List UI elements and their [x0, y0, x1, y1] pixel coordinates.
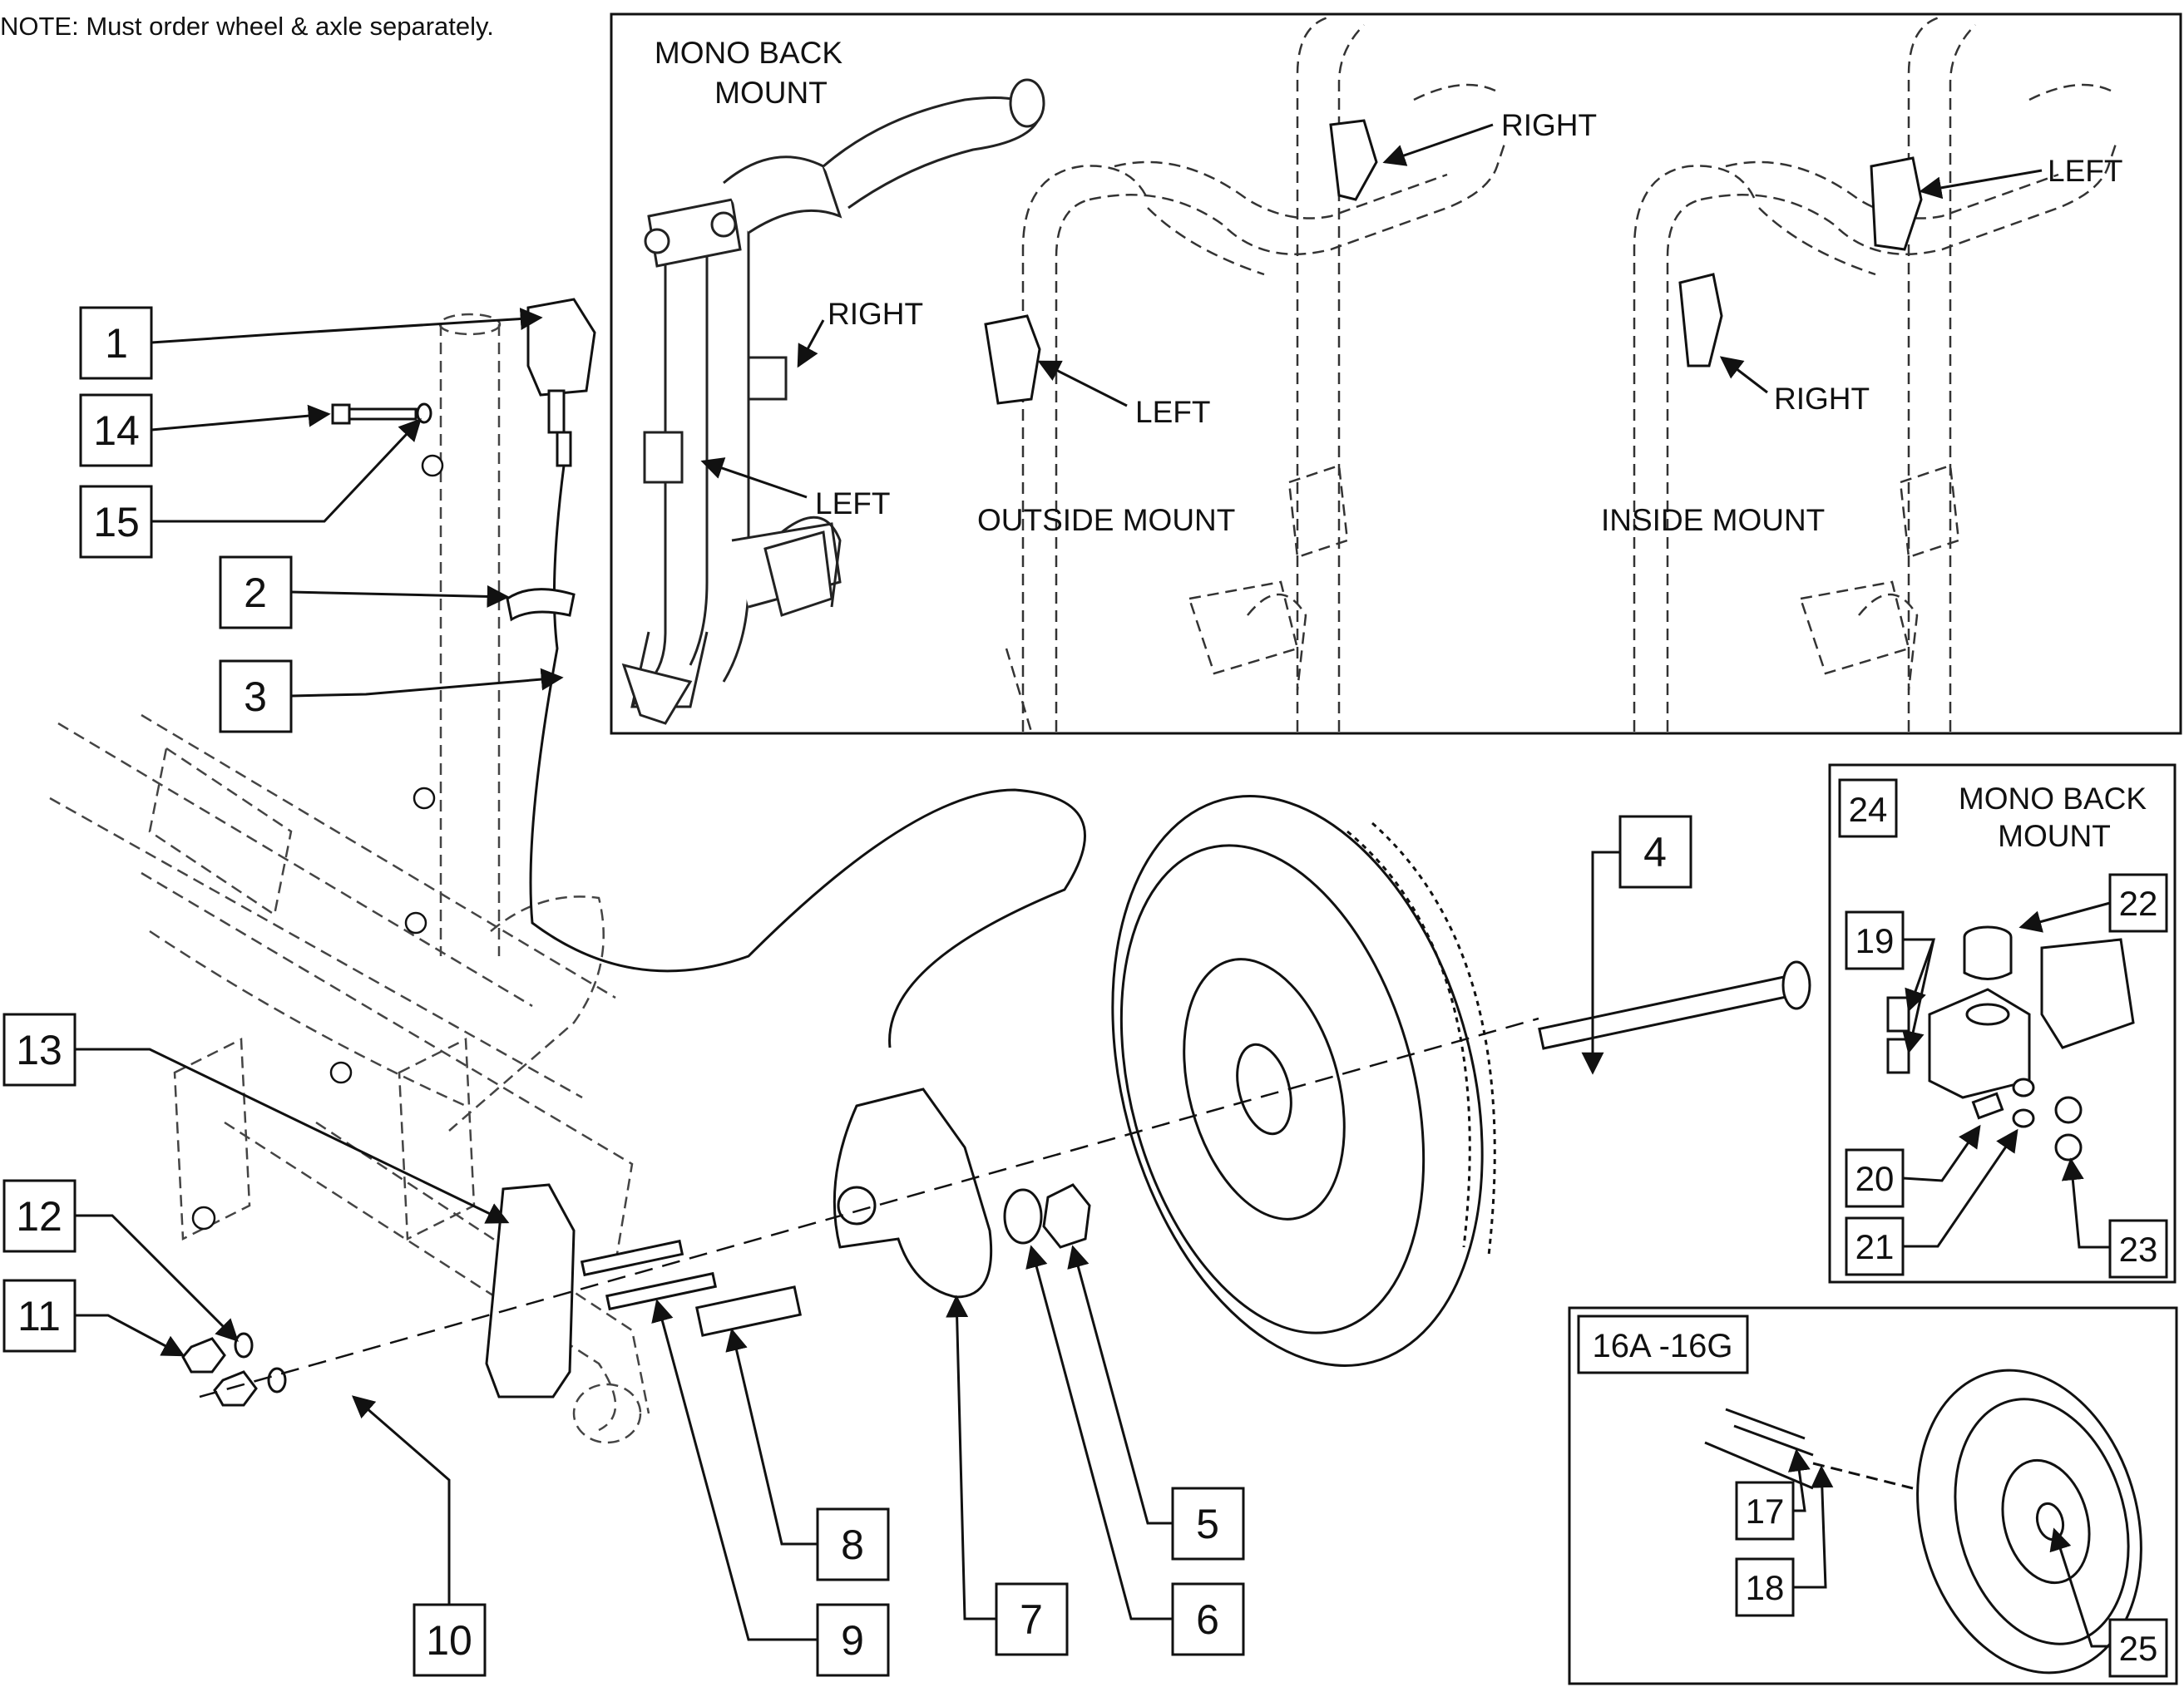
callout-box-24: [1838, 778, 1898, 838]
callout-19: 19: [1855, 921, 1895, 960]
nut-5: [1042, 1183, 1091, 1249]
axle-4: [1538, 960, 1811, 1050]
callout-8: 8: [841, 1522, 864, 1568]
outside-mount-clamps: [984, 119, 1378, 405]
mono-inset-title-1: MONO BACK: [1959, 782, 2147, 816]
callout-14: 14: [93, 407, 140, 454]
top-inset-arrows: [700, 123, 2043, 499]
callout-box-7: [995, 1582, 1069, 1656]
callout-22: 22: [2119, 884, 2158, 923]
mono-inset-parts: [1886, 925, 2135, 1162]
mono-inset-leaders: [1902, 901, 2111, 1249]
callout-box-15: [79, 485, 153, 559]
callout-23: 23: [2119, 1230, 2158, 1269]
brake-body-7: [833, 1088, 993, 1299]
callout-1: 1: [105, 320, 128, 367]
mono-back-title-2: MOUNT: [714, 76, 828, 110]
callout-16: 16A -16G: [1592, 1328, 1732, 1364]
callout-5: 5: [1196, 1501, 1219, 1547]
callout-box-11: [2, 1279, 77, 1353]
callout-18: 18: [1746, 1568, 1785, 1607]
inside-mount-title: INSIDE MOUNT: [1601, 503, 1825, 537]
callout-17: 17: [1746, 1492, 1785, 1531]
wheel-inset-text: 16A -16G 17 18 25: [1577, 1315, 2168, 1678]
brake-handle: [526, 298, 596, 467]
mono-inset-title-2: MOUNT: [1998, 819, 2111, 853]
callout-6: 6: [1196, 1596, 1219, 1643]
mono-back-frame-drawing: [621, 78, 1045, 725]
callout-box-8: [816, 1507, 890, 1581]
outside-left-label: LEFT: [1135, 395, 1210, 429]
mono-inset-frame: [1828, 763, 2177, 1284]
top-inset-labels: MONO BACK MOUNT RIGHT LEFT RIGHT LEFT OU…: [655, 36, 2123, 537]
order-note: NOTE: Must order wheel & axle separately…: [0, 12, 494, 41]
callout-13: 13: [16, 1027, 62, 1073]
washer-6: [1003, 1188, 1043, 1245]
callout-box-10: [413, 1603, 487, 1677]
callout-box-3: [219, 659, 293, 733]
callout-15: 15: [93, 499, 140, 545]
mono-left-label: LEFT: [815, 486, 890, 520]
callout-2: 2: [244, 570, 267, 616]
cable-clip-2: [506, 588, 576, 622]
callout-4: 4: [1643, 829, 1667, 876]
top-inset-frame: [610, 12, 2182, 735]
frame-hardware: [191, 454, 444, 1231]
bolts-9: [580, 1239, 718, 1311]
callout-21: 21: [1855, 1227, 1895, 1266]
wheel-inset-frame: [1568, 1306, 2178, 1685]
callout-box-16: [1577, 1315, 1749, 1374]
main-leader-lines: [75, 308, 1620, 1641]
inside-right-label: RIGHT: [1774, 382, 1870, 416]
sleeve-8: [694, 1285, 803, 1337]
bolt-14: [331, 402, 432, 425]
callout-12: 12: [16, 1193, 62, 1240]
mono-back-title-1: MONO BACK: [655, 36, 842, 70]
axle-centerline: [199, 1017, 1539, 1398]
mono-inset-text: 24 MONO BACK MOUNT 19 22 20 21 23: [1838, 778, 2168, 1279]
callout-10: 10: [426, 1617, 472, 1664]
outside-right-label: RIGHT: [1501, 108, 1597, 142]
callout-box-5: [1171, 1487, 1245, 1561]
callout-box-14: [79, 393, 153, 467]
callout-24: 24: [1849, 790, 1888, 829]
wheel-inset-leaders: [1787, 1448, 2110, 1648]
callout-11: 11: [17, 1293, 61, 1339]
wheel-inset-drawing: [1704, 1369, 2142, 1675]
inside-mount-clamps: [1678, 156, 1923, 367]
outside-mount-frame-drawing: [1005, 15, 1507, 733]
outside-mount-title: OUTSIDE MOUNT: [977, 503, 1235, 537]
callout-25: 25: [2119, 1629, 2158, 1668]
main-callout-boxes: [2, 306, 1692, 1677]
callout-3: 3: [244, 673, 267, 720]
callout-box-1: [79, 306, 153, 380]
inside-left-label: LEFT: [2048, 154, 2122, 188]
inside-mount-frame-drawing: [1633, 15, 2118, 732]
main-wheel: [1111, 795, 1496, 1367]
nuts-11-washers-12: [181, 1332, 287, 1407]
callout-20: 20: [1855, 1159, 1895, 1198]
mono-right-label: RIGHT: [828, 297, 923, 331]
callout-7: 7: [1020, 1596, 1043, 1643]
callout-box-4: [1618, 815, 1692, 889]
callout-9: 9: [841, 1617, 864, 1664]
plate-13: [485, 1183, 576, 1398]
chair-frame-dashed: [49, 313, 650, 1444]
main-callout-labels: 1 14 15 2 3 13 12 11 10 9 8 7 6 5 4: [16, 320, 1667, 1664]
callout-box-13: [2, 1013, 77, 1087]
